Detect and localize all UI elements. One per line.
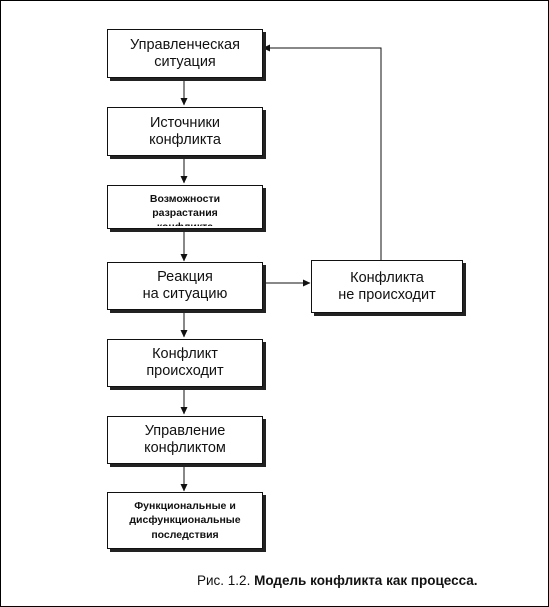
- box-conflict-sources-line-2: конфликта: [149, 131, 221, 148]
- arrow-not-occurs-to-situation: [262, 44, 382, 260]
- box-conflict-growth-line-2: разрастания: [152, 207, 218, 220]
- box-consequences: Функциональные и дисфункциональные после…: [107, 492, 263, 549]
- box-consequences-line-3: последствия: [151, 528, 219, 541]
- figure-caption-title: Модель конфликта как процесса.: [254, 573, 478, 588]
- box-conflict-occurs: Конфликт происходит: [107, 339, 263, 387]
- box-reaction-line-1: Реакция: [157, 269, 213, 286]
- box-management-situation-line-2: ситуация: [154, 53, 216, 70]
- figure-caption-number: Рис. 1.2.: [197, 573, 251, 588]
- box-management-situation: Управленческая ситуация: [107, 29, 263, 78]
- box-conflict-occurs-line-1: Конфликт: [152, 346, 218, 363]
- box-consequences-line-2: дисфункциональные: [129, 514, 241, 527]
- box-consequences-line-1: Функциональные и: [134, 500, 236, 513]
- box-management-situation-line-1: Управленческая: [130, 36, 240, 53]
- box-conflict-sources: Источники конфликта: [107, 107, 263, 156]
- box-conflict-growth-line-3: конфликта: [157, 220, 213, 226]
- box-reaction-to-situation: Реакция на ситуацию: [107, 262, 263, 310]
- box-conflict-not-occurs: Конфликта не происходит: [311, 260, 463, 313]
- box-conflict-growth-line-1: Возможности: [149, 193, 221, 205]
- box-conflict-growth: Возможности разрастания конфликта: [107, 185, 263, 229]
- box-conflict-management-line-2: конфликтом: [144, 440, 226, 456]
- box-conflict-management-line-1: Управление: [144, 423, 226, 440]
- box-conflict-not-occurs-line-1: Конфликта: [350, 269, 424, 286]
- box-conflict-sources-line-1: Источники: [149, 114, 220, 131]
- box-conflict-occurs-line-2: происходит: [146, 363, 224, 379]
- box-reaction-line-2: на ситуацию: [142, 286, 228, 302]
- box-conflict-not-occurs-line-2: не происходит: [338, 286, 436, 303]
- figure-caption: Рис. 1.2. Модель конфликта как процесса.: [197, 573, 478, 588]
- box-conflict-management: Управление конфликтом: [107, 416, 263, 464]
